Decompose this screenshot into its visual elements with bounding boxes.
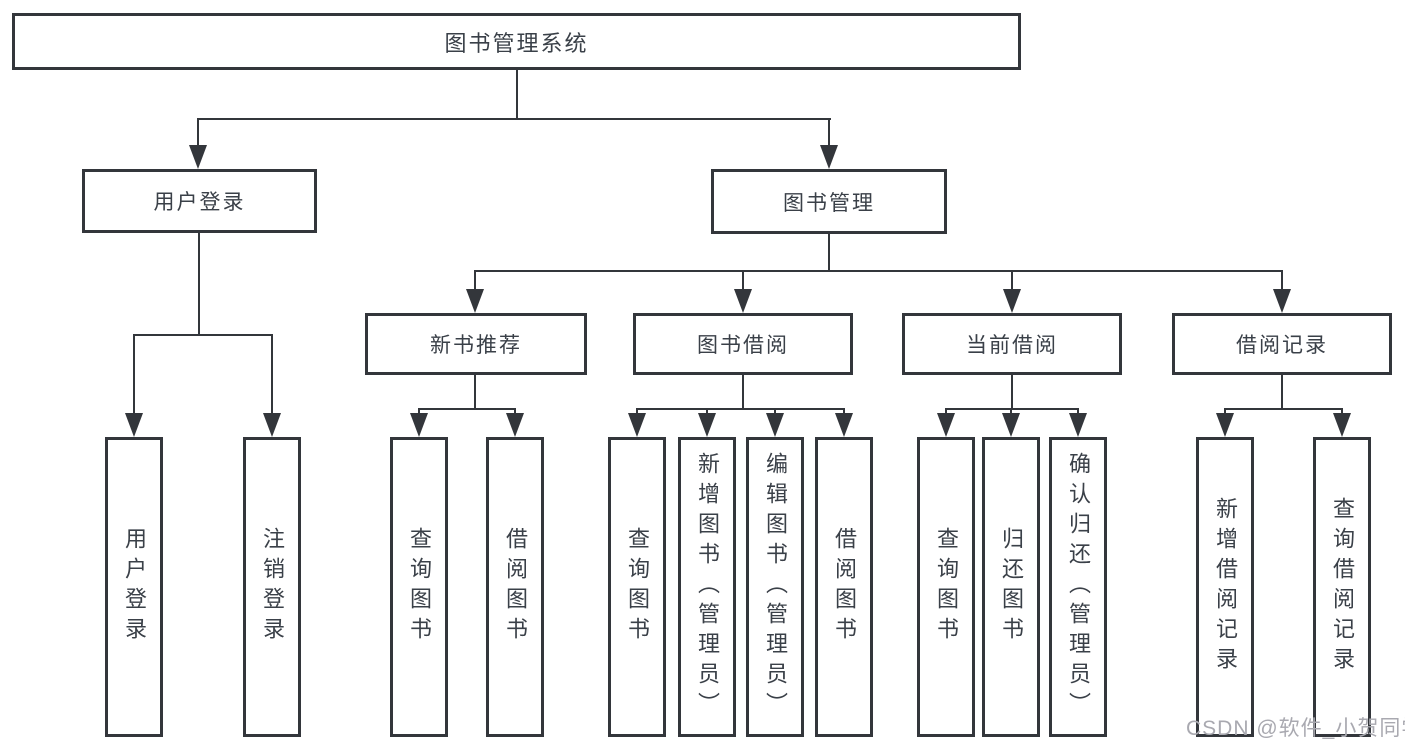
arrowhead-user-login xyxy=(189,145,207,169)
leaf-logout: 注销登录 xyxy=(243,437,301,737)
connector-current-borrowing-rail xyxy=(945,408,1079,410)
leaf-br-query-record: 查询借阅记录 xyxy=(1313,437,1371,737)
arrowhead-current-borrowing xyxy=(1003,289,1021,313)
leaf-nb-query-books: 查询图书 xyxy=(390,437,448,737)
leaf-cb-query-books: 查询图书 xyxy=(917,437,975,737)
connector-stem-leaf-user-login xyxy=(133,334,135,414)
connector-stem-bb-query xyxy=(636,408,638,416)
connector-stem-cb-query xyxy=(945,408,947,416)
connector-level1-rail xyxy=(197,118,831,120)
leaf-nb-query-books-label: 查询图书 xyxy=(407,527,432,647)
arrowhead-br-query xyxy=(1333,413,1351,437)
connector-root-trunk xyxy=(516,70,518,120)
connector-stem-br-query xyxy=(1341,408,1343,416)
leaf-cb-query-books-label: 查询图书 xyxy=(934,527,959,647)
arrowhead-borrowing-records xyxy=(1273,289,1291,313)
arrowhead-bb-add xyxy=(698,413,716,437)
connector-stem-book-borrowing xyxy=(742,270,744,290)
leaf-user-login: 用户登录 xyxy=(105,437,163,737)
connector-stem-nb-query xyxy=(418,408,420,416)
connector-stem-bb-add xyxy=(706,408,708,416)
leaf-bb-borrow-books: 借阅图书 xyxy=(815,437,873,737)
arrowhead-leaf-user-login xyxy=(125,413,143,437)
connector-stem-br-add xyxy=(1224,408,1226,416)
csdn-watermark: CSDN @软件_小贺同学 xyxy=(1186,717,1405,740)
connector-stem-user-login xyxy=(197,118,199,146)
arrowhead-cb-return xyxy=(1002,413,1020,437)
leaf-bb-query-books-label: 查询图书 xyxy=(625,527,650,647)
connector-borrowing-records-rail xyxy=(1224,408,1343,410)
node-book-borrowing: 图书借阅 xyxy=(633,313,853,375)
node-user-login: 用户登录 xyxy=(82,169,317,233)
arrowhead-nb-borrow xyxy=(506,413,524,437)
node-user-login-label: 用户登录 xyxy=(153,191,246,214)
connector-level2-rail xyxy=(474,270,1282,272)
connector-current-borrowing-trunk xyxy=(1011,375,1013,410)
node-current-borrowing: 当前借阅 xyxy=(902,313,1122,375)
connector-stem-nb-borrow xyxy=(514,408,516,416)
connector-book-borrowing-trunk xyxy=(742,375,744,410)
connector-stem-bb-borrow xyxy=(843,408,845,416)
leaf-br-add-record-label: 新增借阅记录 xyxy=(1213,497,1238,677)
connector-stem-book-management xyxy=(828,118,830,146)
arrowhead-br-add xyxy=(1216,413,1234,437)
leaf-nb-borrow-books: 借阅图书 xyxy=(486,437,544,737)
leaf-br-add-record: 新增借阅记录 xyxy=(1196,437,1254,737)
connector-stem-cb-confirm xyxy=(1077,408,1079,416)
connector-stem-leaf-logout xyxy=(271,334,273,414)
node-book-management: 图书管理 xyxy=(711,169,947,234)
connector-new-book-trunk xyxy=(474,375,476,410)
arrowhead-cb-query xyxy=(937,413,955,437)
node-new-book-recommend-label: 新书推荐 xyxy=(430,334,522,357)
connector-stem-current-borrowing xyxy=(1011,270,1013,290)
leaf-bb-query-books: 查询图书 xyxy=(608,437,666,737)
arrowhead-leaf-logout xyxy=(263,413,281,437)
connector-new-book-rail xyxy=(418,408,516,410)
arrowhead-bb-edit xyxy=(766,413,784,437)
leaf-cb-return-books-label: 归还图书 xyxy=(999,527,1024,647)
connector-stem-bb-edit xyxy=(774,408,776,416)
connector-book-management-trunk xyxy=(828,234,830,272)
connector-stem-borrowing-records xyxy=(1281,270,1283,290)
leaf-logout-label: 注销登录 xyxy=(260,527,285,647)
node-book-management-label: 图书管理 xyxy=(783,191,875,215)
connector-book-borrowing-rail xyxy=(636,408,845,410)
arrowhead-new-book xyxy=(466,289,484,313)
node-library-system: 图书管理系统 xyxy=(12,13,1021,70)
leaf-bb-add-books-admin: 新增图书（管理员） xyxy=(678,437,736,737)
node-book-borrowing-label: 图书借阅 xyxy=(697,334,789,357)
node-library-system-label: 图书管理系统 xyxy=(444,30,589,56)
arrowhead-book-management xyxy=(820,145,838,169)
leaf-nb-borrow-books-label: 借阅图书 xyxy=(503,527,528,647)
connector-user-login-rail xyxy=(133,334,273,336)
leaf-bb-edit-books-admin-label: 编辑图书（管理员） xyxy=(763,452,788,722)
leaf-bb-add-books-admin-label: 新增图书（管理员） xyxy=(695,452,720,722)
arrowhead-bb-query xyxy=(628,413,646,437)
leaf-cb-confirm-return-admin-label: 确认归还（管理员） xyxy=(1066,452,1091,722)
arrowhead-nb-query xyxy=(410,413,428,437)
leaf-br-query-record-label: 查询借阅记录 xyxy=(1330,497,1355,677)
leaf-cb-return-books: 归还图书 xyxy=(982,437,1040,737)
node-borrowing-records-label: 借阅记录 xyxy=(1236,334,1328,357)
connector-stem-cb-return xyxy=(1010,408,1012,416)
arrowhead-cb-confirm xyxy=(1069,413,1087,437)
arrowhead-book-borrowing xyxy=(734,289,752,313)
leaf-user-login-label: 用户登录 xyxy=(122,527,147,647)
connector-borrowing-records-trunk xyxy=(1281,375,1283,410)
connector-stem-new-book xyxy=(474,270,476,290)
leaf-bb-edit-books-admin: 编辑图书（管理员） xyxy=(746,437,804,737)
connector-user-login-trunk xyxy=(198,233,200,336)
leaf-bb-borrow-books-label: 借阅图书 xyxy=(832,527,857,647)
node-new-book-recommend: 新书推荐 xyxy=(365,313,587,375)
leaf-cb-confirm-return-admin: 确认归还（管理员） xyxy=(1049,437,1107,737)
node-borrowing-records: 借阅记录 xyxy=(1172,313,1392,375)
node-current-borrowing-label: 当前借阅 xyxy=(966,334,1058,357)
arrowhead-bb-borrow xyxy=(835,413,853,437)
